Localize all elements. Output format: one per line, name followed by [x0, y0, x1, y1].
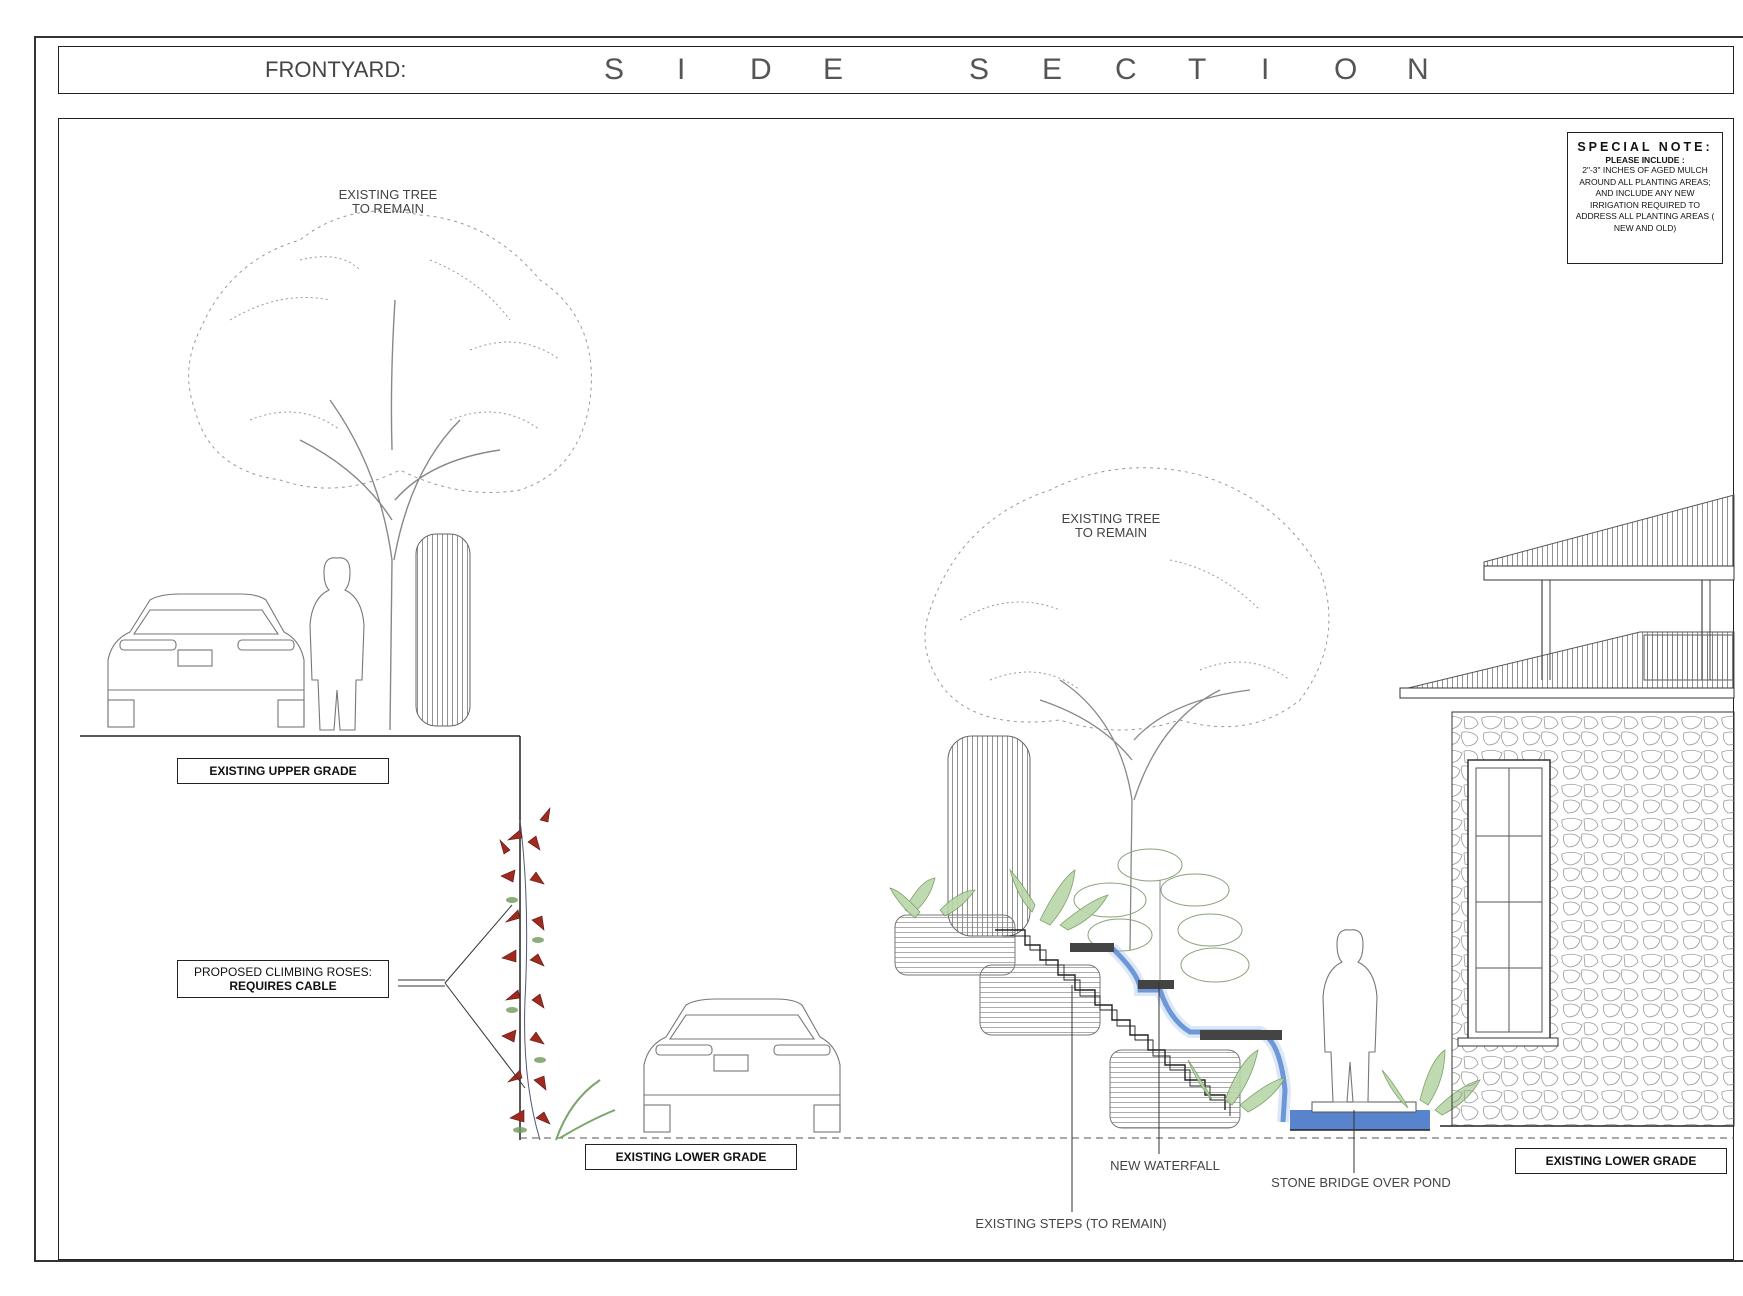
climbing-roses	[499, 806, 616, 1141]
tree-left-label-line1: EXISTING TREE	[338, 187, 438, 202]
special-note-sub: PLEASE INCLUDE :	[1605, 155, 1685, 165]
upper-grade-label: EXISTING UPPER GRADE	[177, 758, 389, 784]
tree-left-label: EXISTING TREE TO REMAIN	[332, 188, 444, 216]
title-letter: S	[969, 53, 990, 86]
sheet-border-top	[34, 36, 1743, 38]
special-note-line1: 2"-3" INCHES OF AGED MULCH AROUND ALL PL…	[1579, 165, 1711, 187]
existing-house	[1399, 494, 1735, 1127]
title-block: FRONTYARD: S I D E S E C T I O N	[58, 46, 1734, 94]
title-letter: C	[1115, 53, 1137, 86]
roses-label: PROPOSED CLIMBING ROSES: REQUIRES CABLE	[177, 960, 389, 998]
title-letter: T	[1188, 53, 1207, 86]
title-letter: E	[1042, 53, 1063, 86]
special-note: SPECIAL NOTE: PLEASE INCLUDE : 2"-3" INC…	[1567, 132, 1723, 264]
title-letter: E	[823, 53, 844, 86]
lower-grade-right-label: EXISTING LOWER GRADE	[1515, 1148, 1727, 1174]
existing-tree-left	[188, 210, 592, 731]
upper-grade-line	[80, 735, 521, 1140]
title-frontyard: FRONTYARD:	[265, 57, 407, 82]
title-letter: O	[1334, 53, 1358, 86]
special-note-line2: AND INCLUDE ANY NEW IRRIGATION REQUIRED …	[1575, 188, 1715, 233]
existing-tree-right	[924, 467, 1330, 951]
person-upper	[309, 557, 365, 731]
stone-bridge-pond	[1290, 1101, 1430, 1131]
lower-grade-left-label: EXISTING LOWER GRADE	[585, 1144, 797, 1170]
special-note-heading: SPECIAL NOTE:	[1577, 140, 1713, 154]
tree-right-label-line2: TO REMAIN	[1075, 525, 1147, 540]
tree-right-label: EXISTING TREE TO REMAIN	[1055, 512, 1167, 540]
columnar-shrub-left	[415, 533, 471, 727]
new-waterfall	[1070, 943, 1292, 1123]
title-letter: N	[1407, 53, 1429, 86]
person-lower	[1322, 929, 1378, 1103]
roses-label-line1: PROPOSED CLIMBING ROSES:	[193, 965, 373, 979]
existing-steps	[995, 929, 1231, 1116]
sheet-border-left	[34, 36, 36, 1261]
tree-right-label-line1: EXISTING TREE	[1061, 511, 1161, 526]
car-upper	[107, 593, 305, 728]
sheet-border-bottom	[34, 1260, 1743, 1262]
steps-label: EXISTING STEPS (TO REMAIN)	[975, 1216, 1167, 1231]
roses-label-line2: REQUIRES CABLE	[229, 979, 337, 993]
title-letter: I	[1261, 53, 1270, 86]
foliage-plants	[889, 868, 1481, 1116]
roses-leader	[398, 904, 526, 1089]
callout-leaders	[1071, 982, 1355, 1212]
title-letter: I	[677, 53, 686, 86]
title-letter: S	[604, 53, 625, 86]
bridge-label: STONE BRIDGE OVER POND	[1271, 1175, 1451, 1190]
waterfall-label: NEW WATERFALL	[1110, 1158, 1220, 1173]
ornamental-tree	[1073, 848, 1250, 990]
tree-left-label-line2: TO REMAIN	[352, 201, 424, 216]
retaining-mounds	[894, 914, 1241, 1129]
title-letter: D	[750, 53, 772, 86]
car-lower	[643, 998, 841, 1133]
